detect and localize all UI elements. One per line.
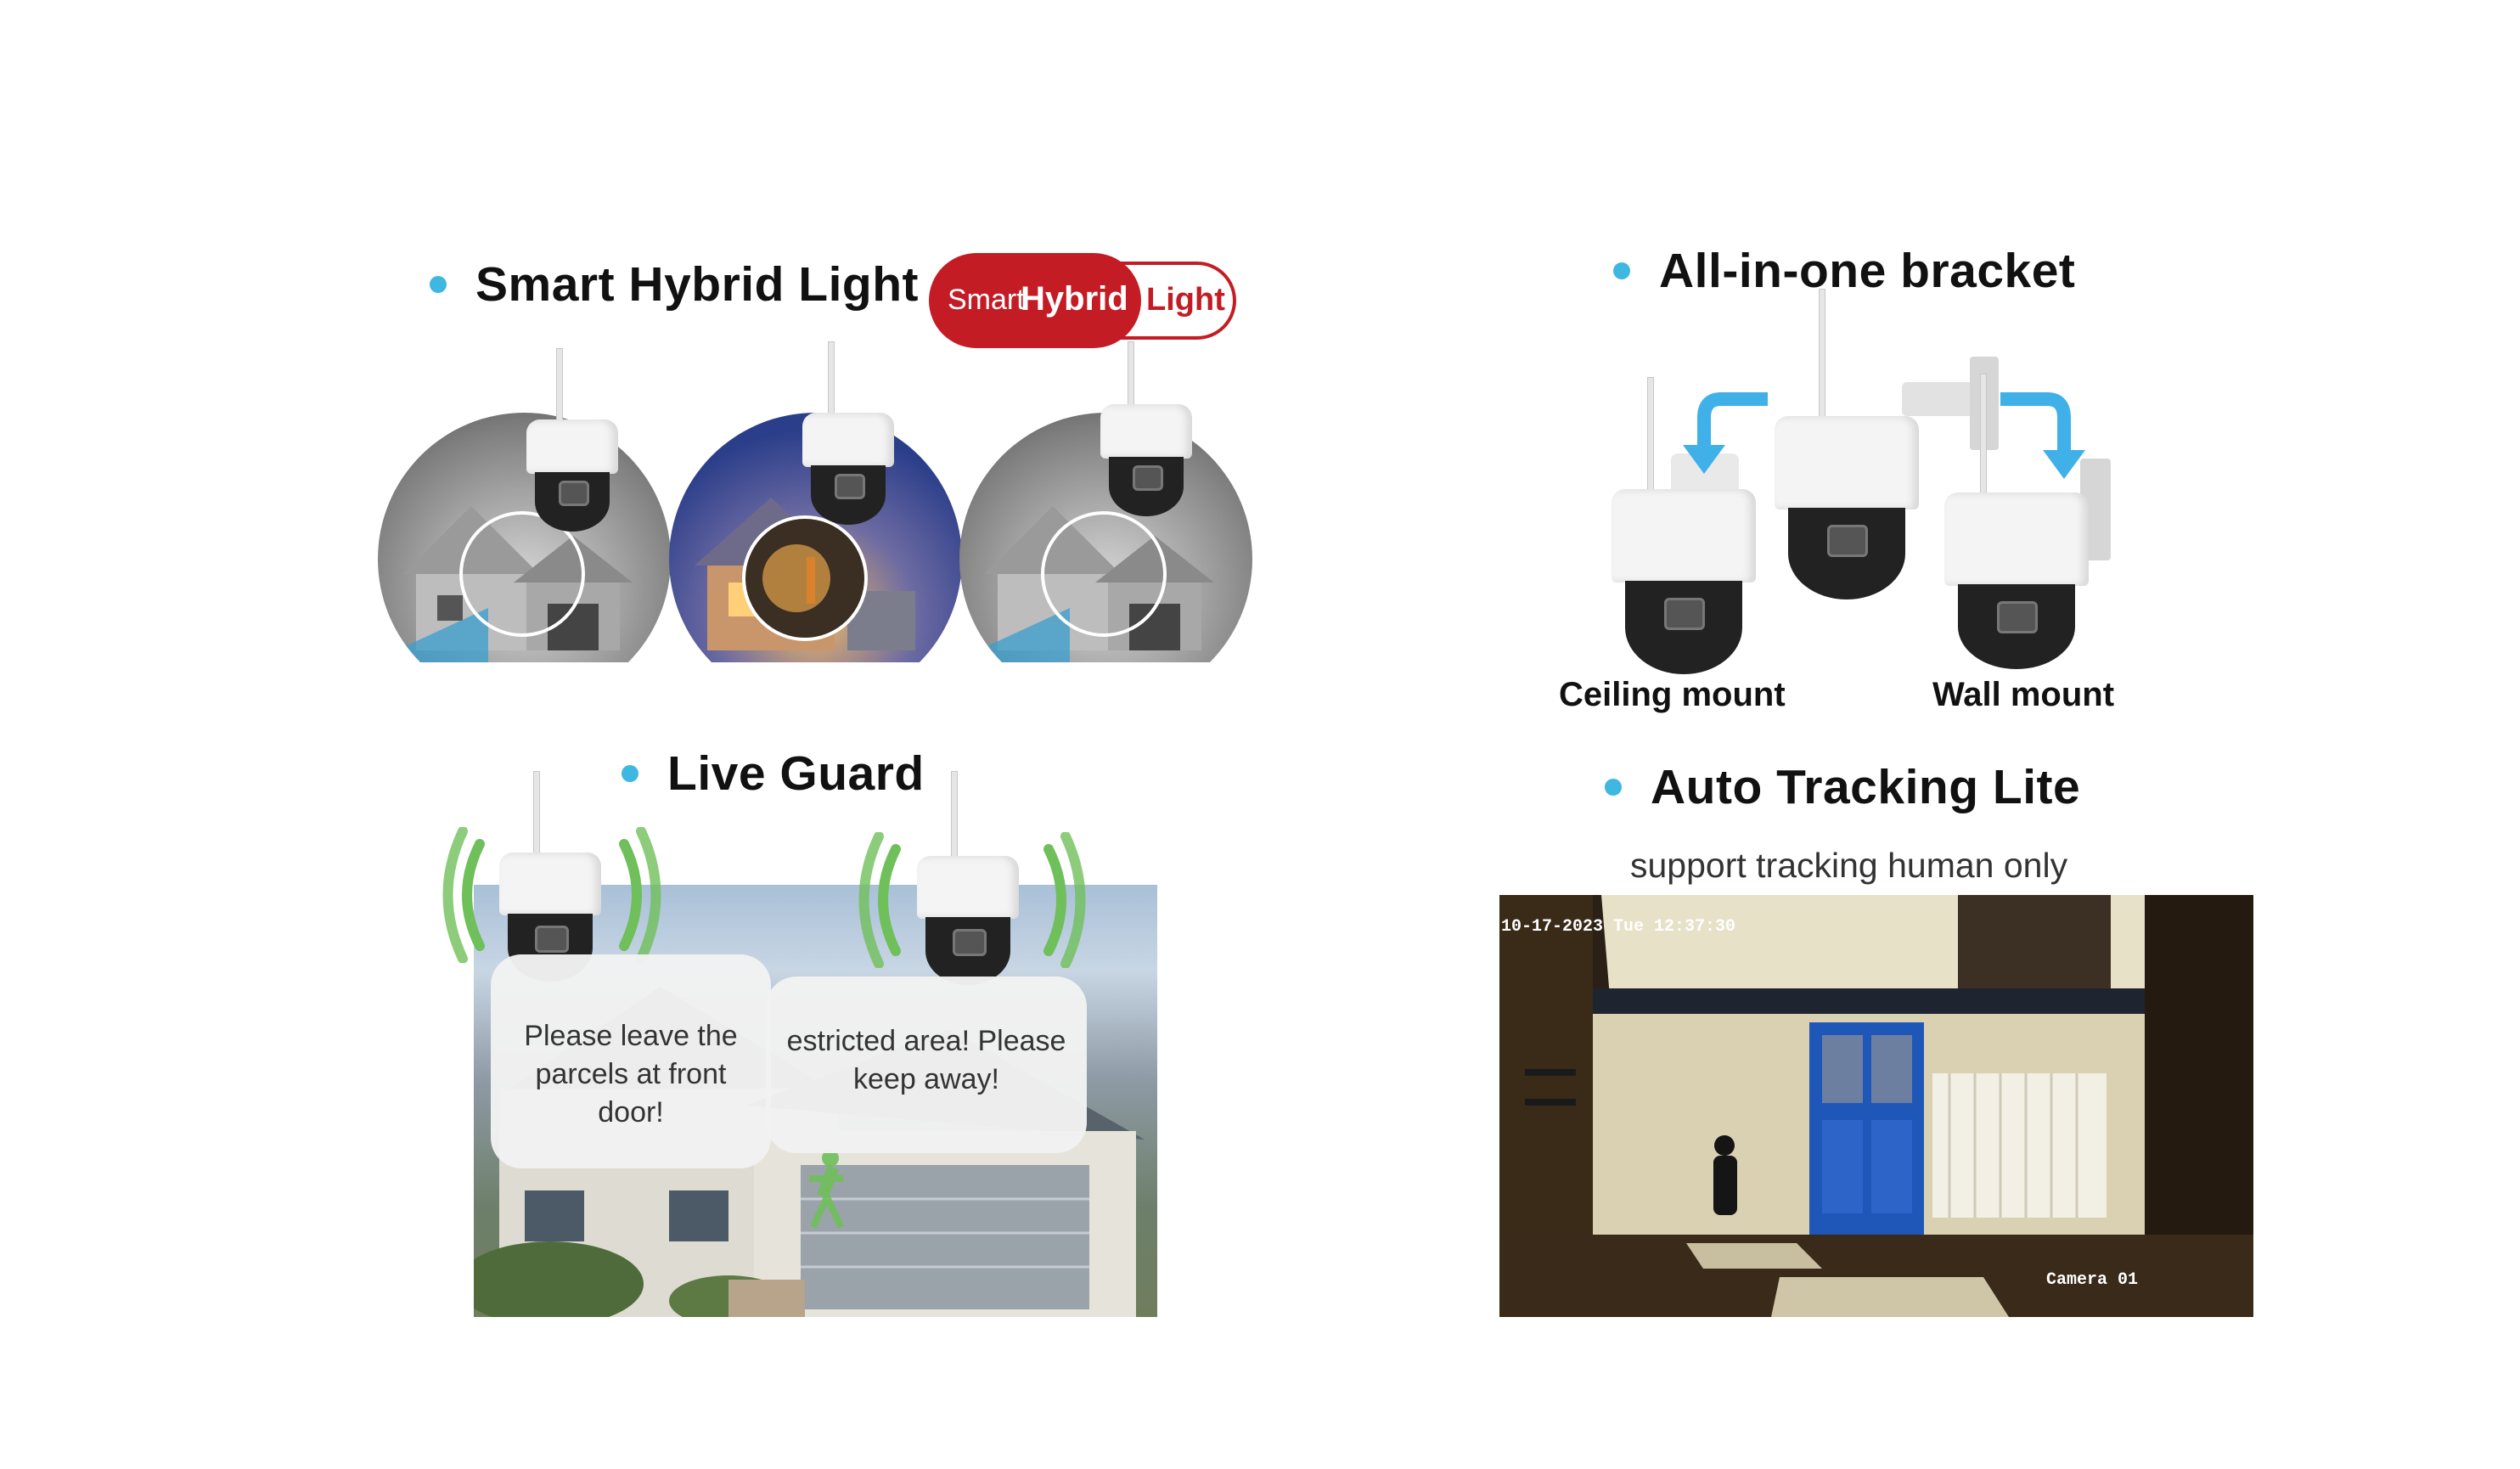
badge-hybrid-text: Hybrid bbox=[1021, 280, 1128, 318]
timestamp-overlay: 10-17-2023 Tue 12:37:30 bbox=[1501, 917, 1736, 937]
signal-waves-right-icon bbox=[858, 832, 1086, 968]
live-guard-heading: Live Guard bbox=[622, 746, 925, 802]
house-icon bbox=[959, 506, 1214, 662]
speech-bubble-parcels: Please leave the parcels at front door! bbox=[491, 954, 771, 1168]
bullet-icon bbox=[1605, 779, 1622, 796]
arrow-down-left-icon bbox=[1683, 392, 1768, 474]
speech-bubble-restricted: estricted area! Please keep away! bbox=[766, 977, 1087, 1153]
hybrid-light-scenes bbox=[374, 399, 1265, 662]
arrow-down-right-icon bbox=[2000, 392, 2085, 479]
heading-text: Live Guard bbox=[667, 746, 925, 801]
room-scene-icon bbox=[1499, 895, 2253, 1317]
badge-smart-text: Smart bbox=[948, 284, 1025, 316]
signal-waves-left-icon bbox=[442, 827, 661, 963]
running-person-icon bbox=[809, 1150, 845, 1229]
badge-light-text: Light bbox=[1146, 282, 1225, 318]
camera-name-overlay: Camera 01 bbox=[2046, 1270, 2139, 1290]
heading-text: All-in-one bracket bbox=[1659, 244, 2076, 298]
auto-tracking-heading: Auto Tracking Lite bbox=[1605, 759, 2080, 815]
smart-hybrid-light-badge: Smart Hybrid Light bbox=[929, 253, 1236, 348]
wall-mount-label: Wall mount bbox=[1932, 676, 2115, 713]
badge-red-block bbox=[929, 253, 1141, 348]
house-icon bbox=[695, 498, 915, 650]
bracket-heading: All-in-one bracket bbox=[1613, 243, 2075, 299]
heading-text: Smart Hybrid Light bbox=[475, 257, 920, 312]
scene-daylight-bw-left bbox=[378, 413, 671, 662]
ceiling-mount-label: Ceiling mount bbox=[1559, 676, 1786, 713]
auto-tracking-subtitle: support tracking human only bbox=[1630, 846, 2068, 885]
house-icon bbox=[378, 506, 633, 662]
bullet-icon bbox=[622, 765, 638, 782]
bullet-icon bbox=[1613, 262, 1630, 279]
heading-text: Auto Tracking Lite bbox=[1651, 760, 2081, 814]
camera-feed: 10-17-2023 Tue 12:37:30 Camera 01 bbox=[1499, 895, 2253, 1317]
smart-hybrid-light-heading: Smart Hybrid Light bbox=[430, 256, 919, 312]
person-icon bbox=[1713, 1135, 1737, 1215]
bullet-icon bbox=[430, 276, 447, 293]
